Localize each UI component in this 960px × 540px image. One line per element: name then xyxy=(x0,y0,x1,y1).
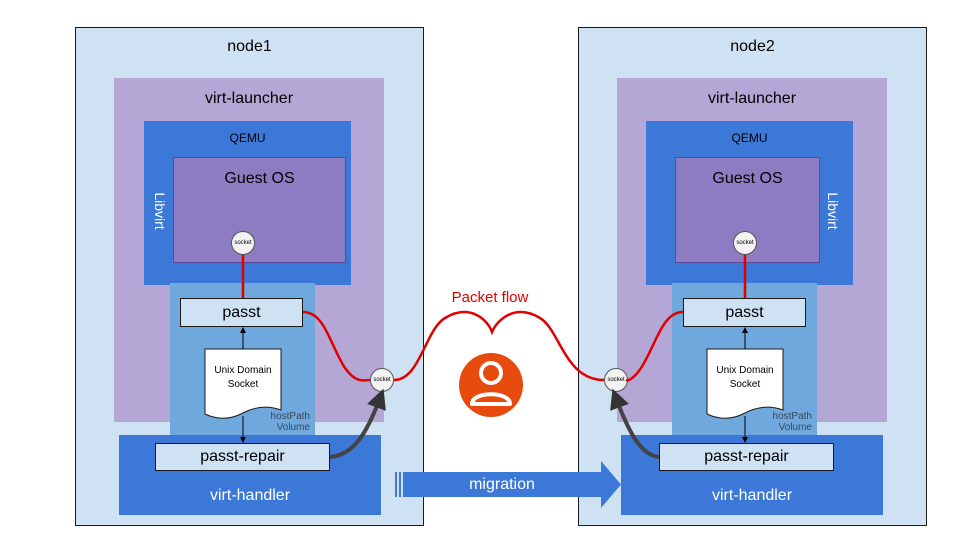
node1-guest-os xyxy=(173,157,346,263)
node2-uds-label-2: Socket xyxy=(729,379,761,390)
node1-title: node1 xyxy=(227,38,272,55)
node1-hostpath-label-2: Volume xyxy=(276,422,310,433)
node1-virt-launcher-label: virt-launcher xyxy=(204,90,294,107)
node1-libvirt-label: Libvirt xyxy=(152,192,168,230)
node2-passt-box: passt xyxy=(683,298,806,327)
node2-hostpath-label-1: hostPath xyxy=(772,411,812,422)
node1-guest-socket-label: socket xyxy=(234,240,252,246)
node1-uds-label-2: Socket xyxy=(227,379,259,390)
node2-passt-repair-box: passt-repair xyxy=(659,443,834,471)
node1-passt-repair-label: passt-repair xyxy=(200,448,285,465)
node2-guest-socket: socket xyxy=(733,231,757,255)
node2-handler-socket: socket xyxy=(604,368,628,392)
node1-passt-box: passt xyxy=(180,298,303,327)
packet-flow-line xyxy=(393,311,605,382)
node2-qemu-label: QEMU xyxy=(731,131,768,145)
node1-handler-socket: socket xyxy=(370,368,394,392)
node2-uds-label-1: Unix Domain xyxy=(716,365,774,376)
node2-passt-repair-label: passt-repair xyxy=(704,448,789,465)
migration-label: migration xyxy=(469,476,535,493)
node2-libvirt-label: Libvirt xyxy=(825,192,841,230)
node1-hostpath-label-1: hostPath xyxy=(270,411,310,422)
node2-hostpath-label-2: Volume xyxy=(778,422,812,433)
node1-virt-handler-label: virt-handler xyxy=(209,487,291,504)
node1-qemu-label: QEMU xyxy=(229,131,266,145)
node1-passt-label: passt xyxy=(222,303,261,321)
node2-handler-socket-label: socket xyxy=(607,377,625,383)
node2-guest-socket-label: socket xyxy=(736,240,754,246)
user-person-icon xyxy=(459,353,523,417)
node2-title: node2 xyxy=(730,38,775,55)
node2-virt-handler-label: virt-handler xyxy=(711,487,793,504)
node2-passt-label: passt xyxy=(725,303,764,321)
node1-guest-os-label: Guest OS xyxy=(224,170,295,187)
node2-virt-launcher-label: virt-launcher xyxy=(707,90,797,107)
node1-passt-repair-box: passt-repair xyxy=(155,443,330,471)
node1-handler-socket-label: socket xyxy=(373,377,391,383)
node2-guest-os-label: Guest OS xyxy=(712,170,783,187)
node1-uds-label-1: Unix Domain xyxy=(214,365,272,376)
packet-flow-label: Packet flow xyxy=(451,289,529,306)
node1-guest-socket: socket xyxy=(231,231,255,255)
